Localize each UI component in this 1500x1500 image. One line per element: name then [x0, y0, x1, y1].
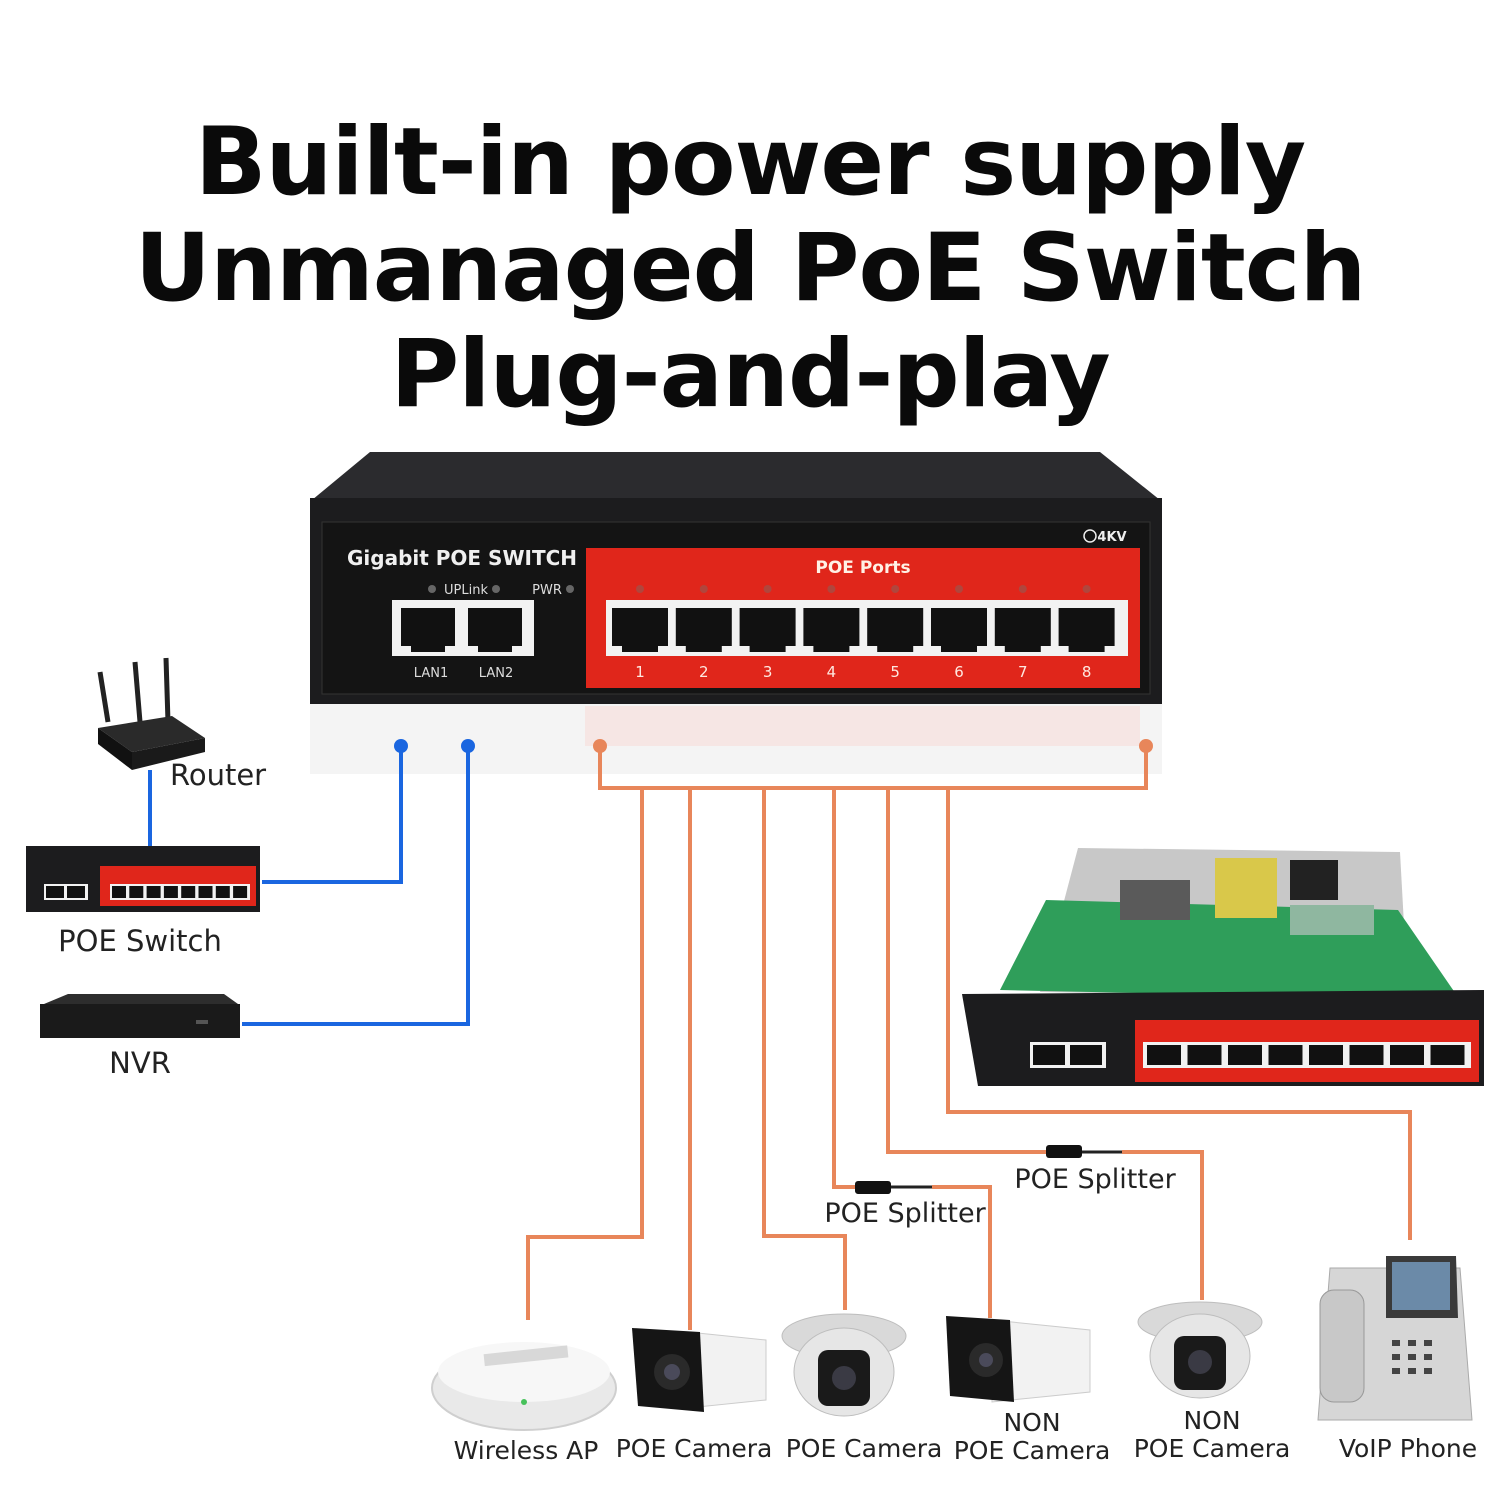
open-switch-lan-port [1070, 1045, 1102, 1065]
poe-splitter-a-label: POE Splitter [824, 1198, 986, 1229]
open-switch-lan-port [1033, 1045, 1065, 1065]
poe-port-number-1: 1 [635, 663, 645, 681]
open-switch-port [1349, 1045, 1384, 1065]
uplink-cables [148, 746, 470, 1026]
poe-camera-1-label: POE Camera [615, 1434, 773, 1463]
lan1-connector-dot [394, 739, 408, 753]
lan-port-2 [468, 608, 522, 652]
poe-port-number-5: 5 [890, 663, 900, 681]
lan-port-1 [401, 608, 455, 652]
small-switch-port [163, 886, 178, 898]
poe-port-number-3: 3 [763, 663, 773, 681]
poe-ports: 1 2 3 4 5 6 7 8 [612, 585, 1115, 681]
small-switch-port [198, 886, 213, 898]
open-switch-port [1309, 1045, 1343, 1065]
small-poe-switch-image [26, 846, 260, 912]
small-switch-port [215, 886, 230, 898]
router-label: Router [170, 758, 267, 792]
open-switch-port [1187, 1045, 1222, 1065]
poe-splitter-a-image [855, 1181, 932, 1194]
poe-port-5: 5 [867, 585, 924, 681]
poe-connector-dot-right [1139, 739, 1153, 753]
open-switch-port [1390, 1045, 1424, 1065]
poe-port-8: 8 [1058, 585, 1115, 681]
poe-splitter-b-image [1046, 1145, 1122, 1158]
small-switch-port [129, 886, 144, 898]
poe-cables [526, 746, 1412, 1330]
wireless-ap-label: Wireless AP [453, 1436, 599, 1465]
wireless-ap-image [431, 1342, 617, 1431]
surge-protection-label: 4KV [1097, 530, 1126, 545]
poe-port-6: 6 [931, 585, 987, 681]
poe-port-4: 4 [803, 585, 860, 681]
small-switch-port [146, 886, 161, 898]
poe-switch-label: POE Switch [58, 924, 222, 958]
voip-phone-label: VoIP Phone [1338, 1434, 1478, 1463]
open-switch-port [1147, 1045, 1181, 1065]
small-switch-port [181, 886, 196, 898]
open-switch-port [1228, 1045, 1262, 1065]
poe-port-number-4: 4 [827, 663, 837, 681]
opened-switch-image [962, 848, 1484, 1086]
open-switch-port [1268, 1045, 1303, 1065]
small-switch-port [112, 886, 126, 898]
poe-port-number-8: 8 [1082, 663, 1092, 681]
poe-port-number-7: 7 [1018, 663, 1028, 681]
non-poe-camera-1-label-line1: NON [1003, 1408, 1061, 1437]
poe-camera-2-image [781, 1313, 907, 1417]
poe-camera-1-image [632, 1328, 767, 1412]
nvr-label: NVR [109, 1046, 171, 1080]
non-poe-camera-2-label-line1: NON [1183, 1406, 1241, 1435]
headline-line-2: Unmanaged PoE Switch [134, 214, 1367, 323]
poe-splitter-b-label: POE Splitter [1014, 1164, 1176, 1195]
poe-port-2: 2 [675, 585, 732, 681]
non-poe-camera-1-label-line2: POE Camera [953, 1436, 1111, 1465]
voip-phone-image [1317, 1256, 1473, 1421]
switch-brand-label: Gigabit POE SWITCH [347, 546, 577, 570]
lan2-connector-dot [461, 739, 475, 753]
headline-line-1: Built-in power supply [194, 108, 1306, 217]
poe-ports-label: POE Ports [815, 558, 910, 578]
poe-port-number-2: 2 [699, 663, 709, 681]
nvr-image [40, 994, 240, 1038]
poe-connector-dot-left [593, 739, 607, 753]
router-image [97, 657, 205, 770]
lan2-label: LAN2 [479, 666, 513, 681]
non-poe-camera-2-image [1137, 1301, 1263, 1399]
main-poe-switch: Gigabit POE SWITCH UPLink PWR LAN1 LAN2 … [310, 452, 1162, 774]
non-poe-camera-2-label-line2: POE Camera [1133, 1434, 1291, 1463]
non-poe-camera-1-image [946, 1316, 1091, 1403]
poe-port-number-6: 6 [954, 663, 964, 681]
small-switch-port [233, 886, 248, 898]
open-switch-port [1430, 1045, 1465, 1065]
headline-line-3: Plug-and-play [390, 320, 1110, 429]
poe-port-7: 7 [994, 585, 1051, 681]
poe-port-3: 3 [739, 585, 796, 681]
pwr-label: PWR [532, 583, 562, 598]
poe-camera-2-label: POE Camera [785, 1434, 943, 1463]
uplink-label: UPLink [444, 583, 488, 598]
lan1-label: LAN1 [414, 666, 448, 681]
poe-port-1: 1 [612, 585, 668, 681]
